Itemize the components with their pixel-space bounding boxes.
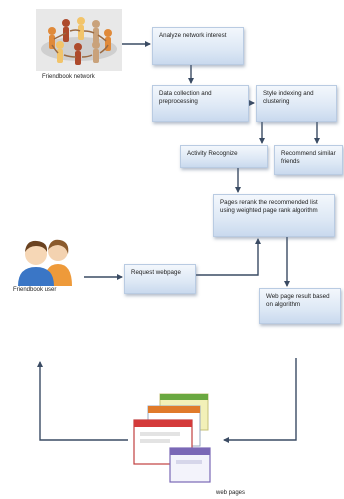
caption-friendbook-network: Friendbook network [42, 74, 95, 80]
node-recommend-similar-friends: Recommend similar friends [274, 145, 343, 175]
arrow-result-to-webpages [223, 358, 297, 443]
node-activity-recognize: Activity Recognize [180, 145, 268, 168]
friendbook-network-illustration [36, 9, 122, 71]
web-pages-illustration [133, 393, 211, 483]
node-web-page-result: Web page result based on algorithm [259, 288, 341, 324]
people-ring-icon [48, 17, 112, 65]
users-icon [18, 239, 72, 286]
arrow-webpages-to-user [37, 361, 128, 441]
node-request-webpage: Request webpage [124, 264, 196, 294]
node-analyze-network-interest: Analyze network interest [152, 27, 244, 65]
node-pages-rerank: Pages rerank the recommended list using … [213, 194, 335, 237]
node-data-collection: Data collection and preprocessing [152, 85, 249, 122]
node-style-indexing: Style indexing and clustering [256, 85, 337, 122]
caption-friendbook-user: Friendbook user [13, 287, 57, 293]
arrow-request-to-pages [196, 238, 261, 276]
caption-web-pages: web pages [216, 490, 246, 496]
browser-windows-icon [133, 393, 211, 483]
friendbook-user-illustration [18, 239, 72, 286]
